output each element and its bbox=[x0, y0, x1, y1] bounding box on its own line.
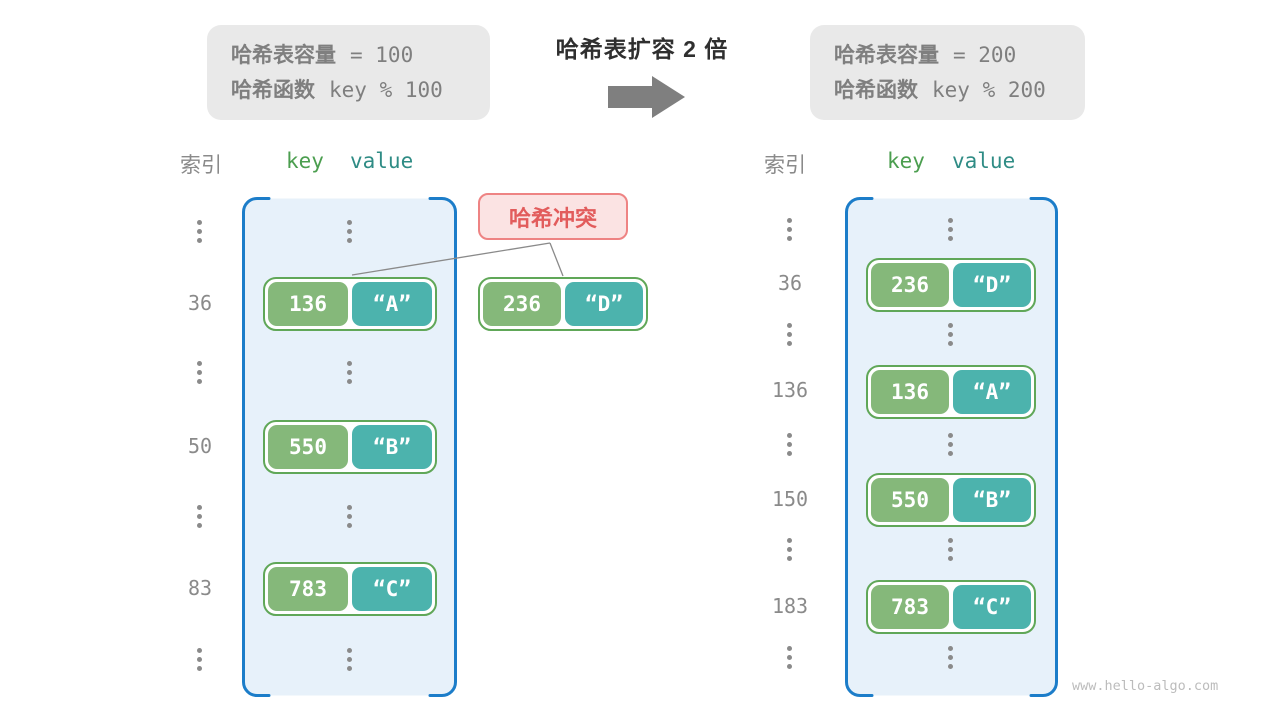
ellipsis-dots bbox=[948, 646, 953, 669]
left-hash-line: 哈希函数 key % 100 bbox=[231, 75, 490, 106]
key-box: 236 bbox=[483, 282, 561, 326]
watermark: www.hello-algo.com bbox=[1072, 678, 1219, 694]
ellipsis-dots bbox=[347, 220, 352, 243]
index-label: 183 bbox=[771, 594, 809, 618]
key-box: 550 bbox=[871, 478, 949, 522]
key-box: 136 bbox=[268, 282, 348, 326]
key-box: 550 bbox=[268, 425, 348, 469]
right-info-box: 哈希表容量 = 200 哈希函数 key % 200 bbox=[810, 25, 1085, 120]
index-label: 36 bbox=[777, 271, 803, 295]
arrow-head bbox=[652, 76, 685, 118]
ellipsis-dots bbox=[948, 218, 953, 241]
ellipsis-dots bbox=[197, 220, 202, 243]
index-label: 150 bbox=[771, 487, 809, 511]
ellipsis-dots bbox=[948, 433, 953, 456]
kv-pair-783-C: 783 “C” bbox=[866, 580, 1036, 634]
value-box: “B” bbox=[352, 425, 432, 469]
value-box: “C” bbox=[352, 567, 432, 611]
ellipsis-dots bbox=[197, 505, 202, 528]
kv-pair-550-B: 550 “B” bbox=[263, 420, 437, 474]
value-box: “B” bbox=[953, 478, 1031, 522]
kv-pair-136-A: 136 “A” bbox=[866, 365, 1036, 419]
hash-fn-value: key % 200 bbox=[932, 77, 1046, 102]
ellipsis-dots bbox=[347, 361, 352, 384]
ellipsis-dots bbox=[347, 505, 352, 528]
key-box: 783 bbox=[268, 567, 348, 611]
ellipsis-dots bbox=[347, 648, 352, 671]
value-box: “A” bbox=[953, 370, 1031, 414]
right-capacity-line: 哈希表容量 = 200 bbox=[834, 40, 1085, 71]
ellipsis-dots bbox=[787, 433, 792, 456]
capacity-label: 哈希表容量 bbox=[231, 43, 336, 67]
kv-pair-236-D: 236 “D” bbox=[866, 258, 1036, 312]
transition-title: 哈希表扩容 2 倍 bbox=[555, 36, 729, 62]
kv-pair-136-A: 136 “A” bbox=[263, 277, 437, 331]
ellipsis-dots bbox=[197, 648, 202, 671]
ellipsis-dots bbox=[197, 361, 202, 384]
left-key-header: key bbox=[286, 149, 324, 173]
right-arrow-icon bbox=[608, 76, 685, 118]
hash-fn-value: key % 100 bbox=[329, 77, 443, 102]
right-value-header: value bbox=[952, 149, 1016, 173]
capacity-value: = 100 bbox=[350, 42, 414, 67]
left-value-header: value bbox=[350, 149, 414, 173]
kv-pair-236-D-colliding: 236 “D” bbox=[478, 277, 648, 331]
value-box: “C” bbox=[953, 585, 1031, 629]
ellipsis-dots bbox=[787, 323, 792, 346]
right-bucket-container bbox=[845, 197, 1058, 697]
capacity-label: 哈希表容量 bbox=[834, 43, 939, 67]
kv-pair-783-C: 783 “C” bbox=[263, 562, 437, 616]
key-box: 136 bbox=[871, 370, 949, 414]
left-info-box: 哈希表容量 = 100 哈希函数 key % 100 bbox=[207, 25, 490, 120]
index-label: 36 bbox=[187, 291, 213, 315]
hash-fn-label: 哈希函数 bbox=[834, 78, 918, 102]
ellipsis-dots bbox=[948, 323, 953, 346]
capacity-value: = 200 bbox=[953, 42, 1017, 67]
right-hash-line: 哈希函数 key % 200 bbox=[834, 75, 1085, 106]
kv-pair-550-B: 550 “B” bbox=[866, 473, 1036, 527]
key-box: 783 bbox=[871, 585, 949, 629]
key-box: 236 bbox=[871, 263, 949, 307]
ellipsis-dots bbox=[787, 538, 792, 561]
right-key-header: key bbox=[887, 149, 925, 173]
ellipsis-dots bbox=[787, 646, 792, 669]
ellipsis-dots bbox=[948, 538, 953, 561]
right-index-header: 索引 bbox=[764, 154, 806, 177]
value-box: “A” bbox=[352, 282, 432, 326]
left-capacity-line: 哈希表容量 = 100 bbox=[231, 40, 490, 71]
index-label: 83 bbox=[187, 576, 213, 600]
value-box: “D” bbox=[565, 282, 643, 326]
hash-fn-label: 哈希函数 bbox=[231, 78, 315, 102]
ellipsis-dots bbox=[787, 218, 792, 241]
arrow-body bbox=[608, 86, 652, 108]
index-label: 136 bbox=[771, 378, 809, 402]
hash-collision-label: 哈希冲突 bbox=[478, 193, 628, 240]
index-label: 50 bbox=[187, 434, 213, 458]
value-box: “D” bbox=[953, 263, 1031, 307]
left-index-header: 索引 bbox=[180, 154, 222, 177]
